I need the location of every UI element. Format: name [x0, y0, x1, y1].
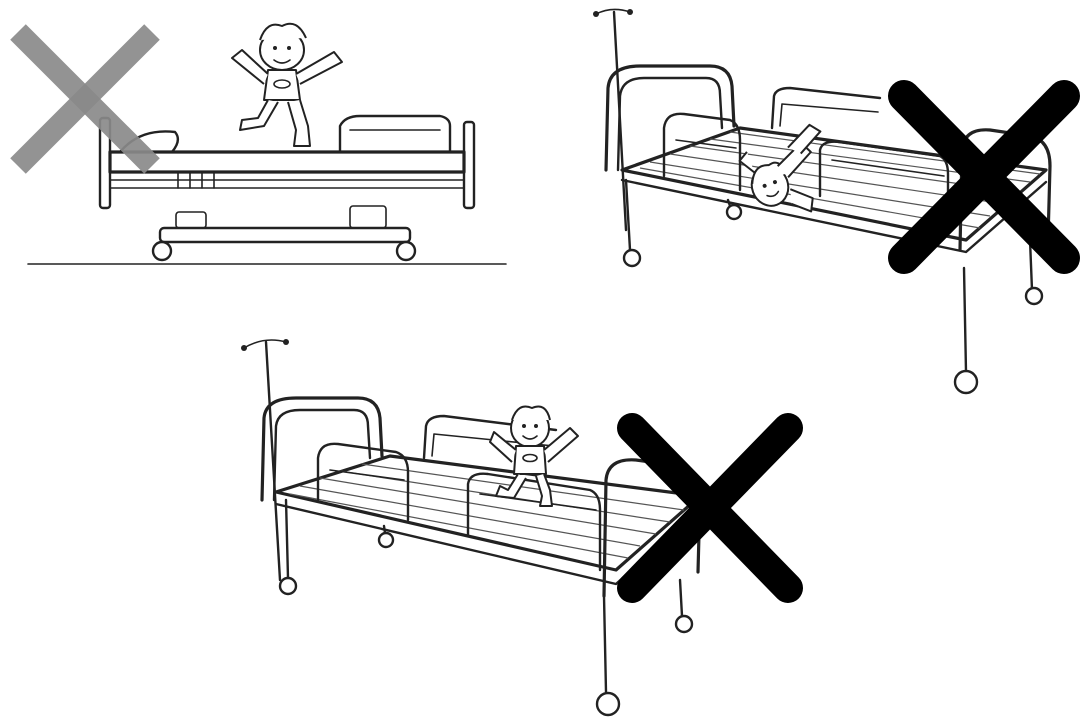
panel-jumping-on-bed: [241, 339, 803, 717]
wheel: [725, 203, 743, 221]
panel-climbing-over-rail: [593, 8, 1080, 395]
wheel: [1024, 286, 1044, 306]
panel-standing-on-bed: [10, 22, 507, 265]
child-figure: [231, 22, 343, 147]
wheel: [395, 240, 417, 262]
bed-slats: [289, 463, 685, 559]
bed-deck: [620, 126, 1048, 242]
far-side-rail: [770, 86, 882, 130]
bed-base: [151, 205, 417, 262]
near-side-rail: [662, 112, 742, 192]
wheel: [151, 240, 173, 262]
near-side-rail: [316, 442, 410, 522]
prohibited-cross-icon: [888, 80, 1080, 274]
iv-pole: [241, 339, 289, 582]
wheel: [674, 614, 694, 634]
wheel: [595, 691, 621, 717]
wheel: [953, 369, 979, 395]
far-side-rail: [422, 414, 558, 460]
child-figure: [738, 123, 822, 213]
headboard: [604, 64, 736, 172]
folded-blanket: [338, 114, 452, 154]
headboard: [260, 396, 384, 502]
mattress-frame: [108, 150, 466, 174]
prohibited-cross-icon: [617, 413, 803, 603]
prohibited-cross-icon: [10, 24, 160, 174]
wheel: [622, 248, 642, 268]
bed-frame: [98, 114, 476, 210]
wheel: [278, 576, 298, 596]
child-figure: [489, 405, 579, 507]
wheel: [377, 531, 395, 549]
